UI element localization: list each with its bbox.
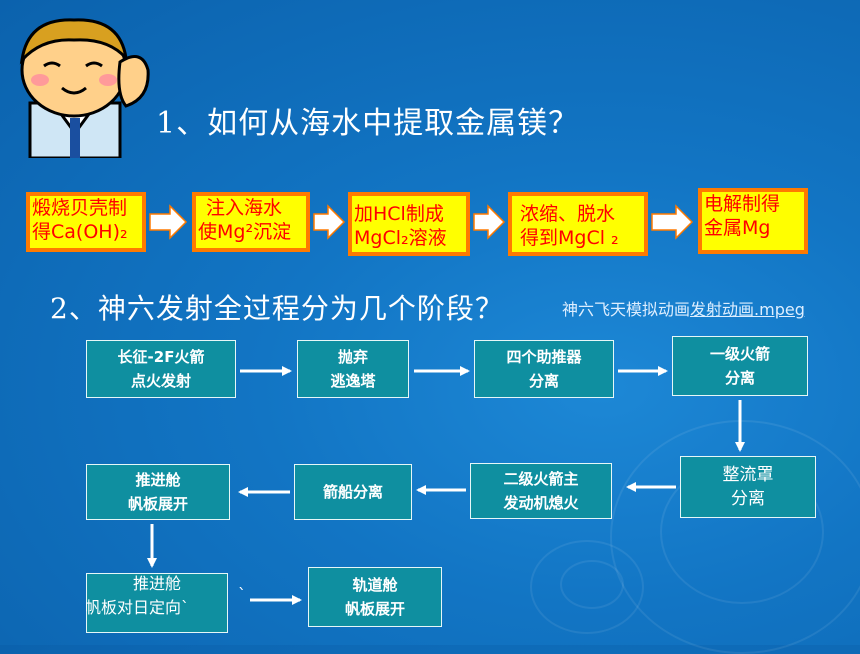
process-step-2-line1: 注入海水 xyxy=(206,197,283,219)
stage-3-line1: 四个助推器 xyxy=(506,348,582,366)
question-1: 1、如何从海水中提取金属镁？ xyxy=(156,106,580,141)
process-step-4-line1: 浓缩、脱水 xyxy=(520,203,616,225)
stage-9-line1: 推进舱 xyxy=(132,574,181,593)
process-step-3-line1: 加HCl制成 xyxy=(354,203,444,225)
process-arrow-3 xyxy=(473,204,506,240)
mascot-face-icon xyxy=(19,18,150,158)
stage-4-line1: 一级火箭 xyxy=(709,345,770,363)
stage-9-line2: 帆板对日定向` xyxy=(84,598,189,617)
stage-7-line1: 箭船分离 xyxy=(322,483,383,501)
process-step-1-line1: 煅烧贝壳制 xyxy=(32,197,128,219)
stage-1-line1: 长征-2F火箭 xyxy=(117,348,205,366)
stage-2-line1: 抛弃 xyxy=(337,348,368,366)
process-step-3: 加HCl制成 MgCl₂溶液 xyxy=(348,192,470,256)
process-step-1-line2: 得Ca(OH)₂ xyxy=(32,221,128,243)
question-2: 2、神六发射全过程分为几个阶段？ xyxy=(50,292,504,325)
stage-box-7: 箭船分离 xyxy=(294,464,412,520)
stage-10-line1: 轨道舱 xyxy=(352,576,398,594)
process-step-3-line2: MgCl₂溶液 xyxy=(354,227,447,249)
process-step-4-line2: 得到MgCl ₂ xyxy=(520,227,619,249)
stray-mark: ` xyxy=(238,585,246,604)
stage-box-6: 二级火箭主 发动机熄火 xyxy=(470,463,612,519)
process-arrow-1 xyxy=(149,204,188,240)
stage-8-line1: 推进舱 xyxy=(135,471,181,489)
stage-box-10: 轨道舱 帆板展开 xyxy=(308,567,442,627)
stage-2-line2: 逃逸塔 xyxy=(330,372,376,390)
stage-1-line2: 点火发射 xyxy=(130,372,191,390)
stage-box-8: 推进舱 帆板展开 xyxy=(86,464,230,520)
process-step-5-line2: 金属Mg xyxy=(704,217,771,239)
process-step-5: 电解制得 金属Mg xyxy=(698,188,808,254)
process-step-1: 煅烧贝壳制 得Ca(OH)₂ xyxy=(26,192,146,252)
process-step-5-line1: 电解制得 xyxy=(704,193,781,215)
process-step-4: 浓缩、脱水 得到MgCl ₂ xyxy=(508,192,648,256)
animation-link[interactable]: 发射动画.mpeg xyxy=(690,300,805,319)
stage-6-line1: 二级火箭主 xyxy=(503,470,579,488)
stage-box-4: 一级火箭 分离 xyxy=(672,336,808,396)
stage-box-5: 整流罩 分离 xyxy=(680,456,816,518)
process-arrows xyxy=(149,204,694,240)
animation-note: 神六飞天模拟动画发射动画.mpeg xyxy=(562,296,805,320)
stage-box-3: 四个助推器 分离 xyxy=(474,340,614,398)
stage-10-line2: 帆板展开 xyxy=(344,600,405,618)
process-arrow-2 xyxy=(313,204,346,240)
stage-box-1: 长征-2F火箭 点火发射 xyxy=(86,340,236,398)
stage-5-line2: 分离 xyxy=(731,489,765,509)
stage-6-line2: 发动机熄火 xyxy=(503,494,579,512)
stage-4-line2: 分离 xyxy=(724,369,755,387)
animation-label: 神六飞天模拟动画 xyxy=(562,300,691,319)
process-arrow-4 xyxy=(651,204,694,240)
stage-5-line1: 整流罩 xyxy=(722,465,774,485)
stage-8-line2: 帆板展开 xyxy=(127,495,188,513)
stage-3-line2: 分离 xyxy=(528,372,559,390)
process-step-2: 注入海水 使Mg²沉淀 xyxy=(192,192,310,252)
process-step-2-line2: 使Mg²沉淀 xyxy=(198,221,292,243)
stage-box-2: 抛弃 逃逸塔 xyxy=(297,340,409,398)
stage-box-9: 推进舱 帆板对日定向` xyxy=(84,573,228,633)
